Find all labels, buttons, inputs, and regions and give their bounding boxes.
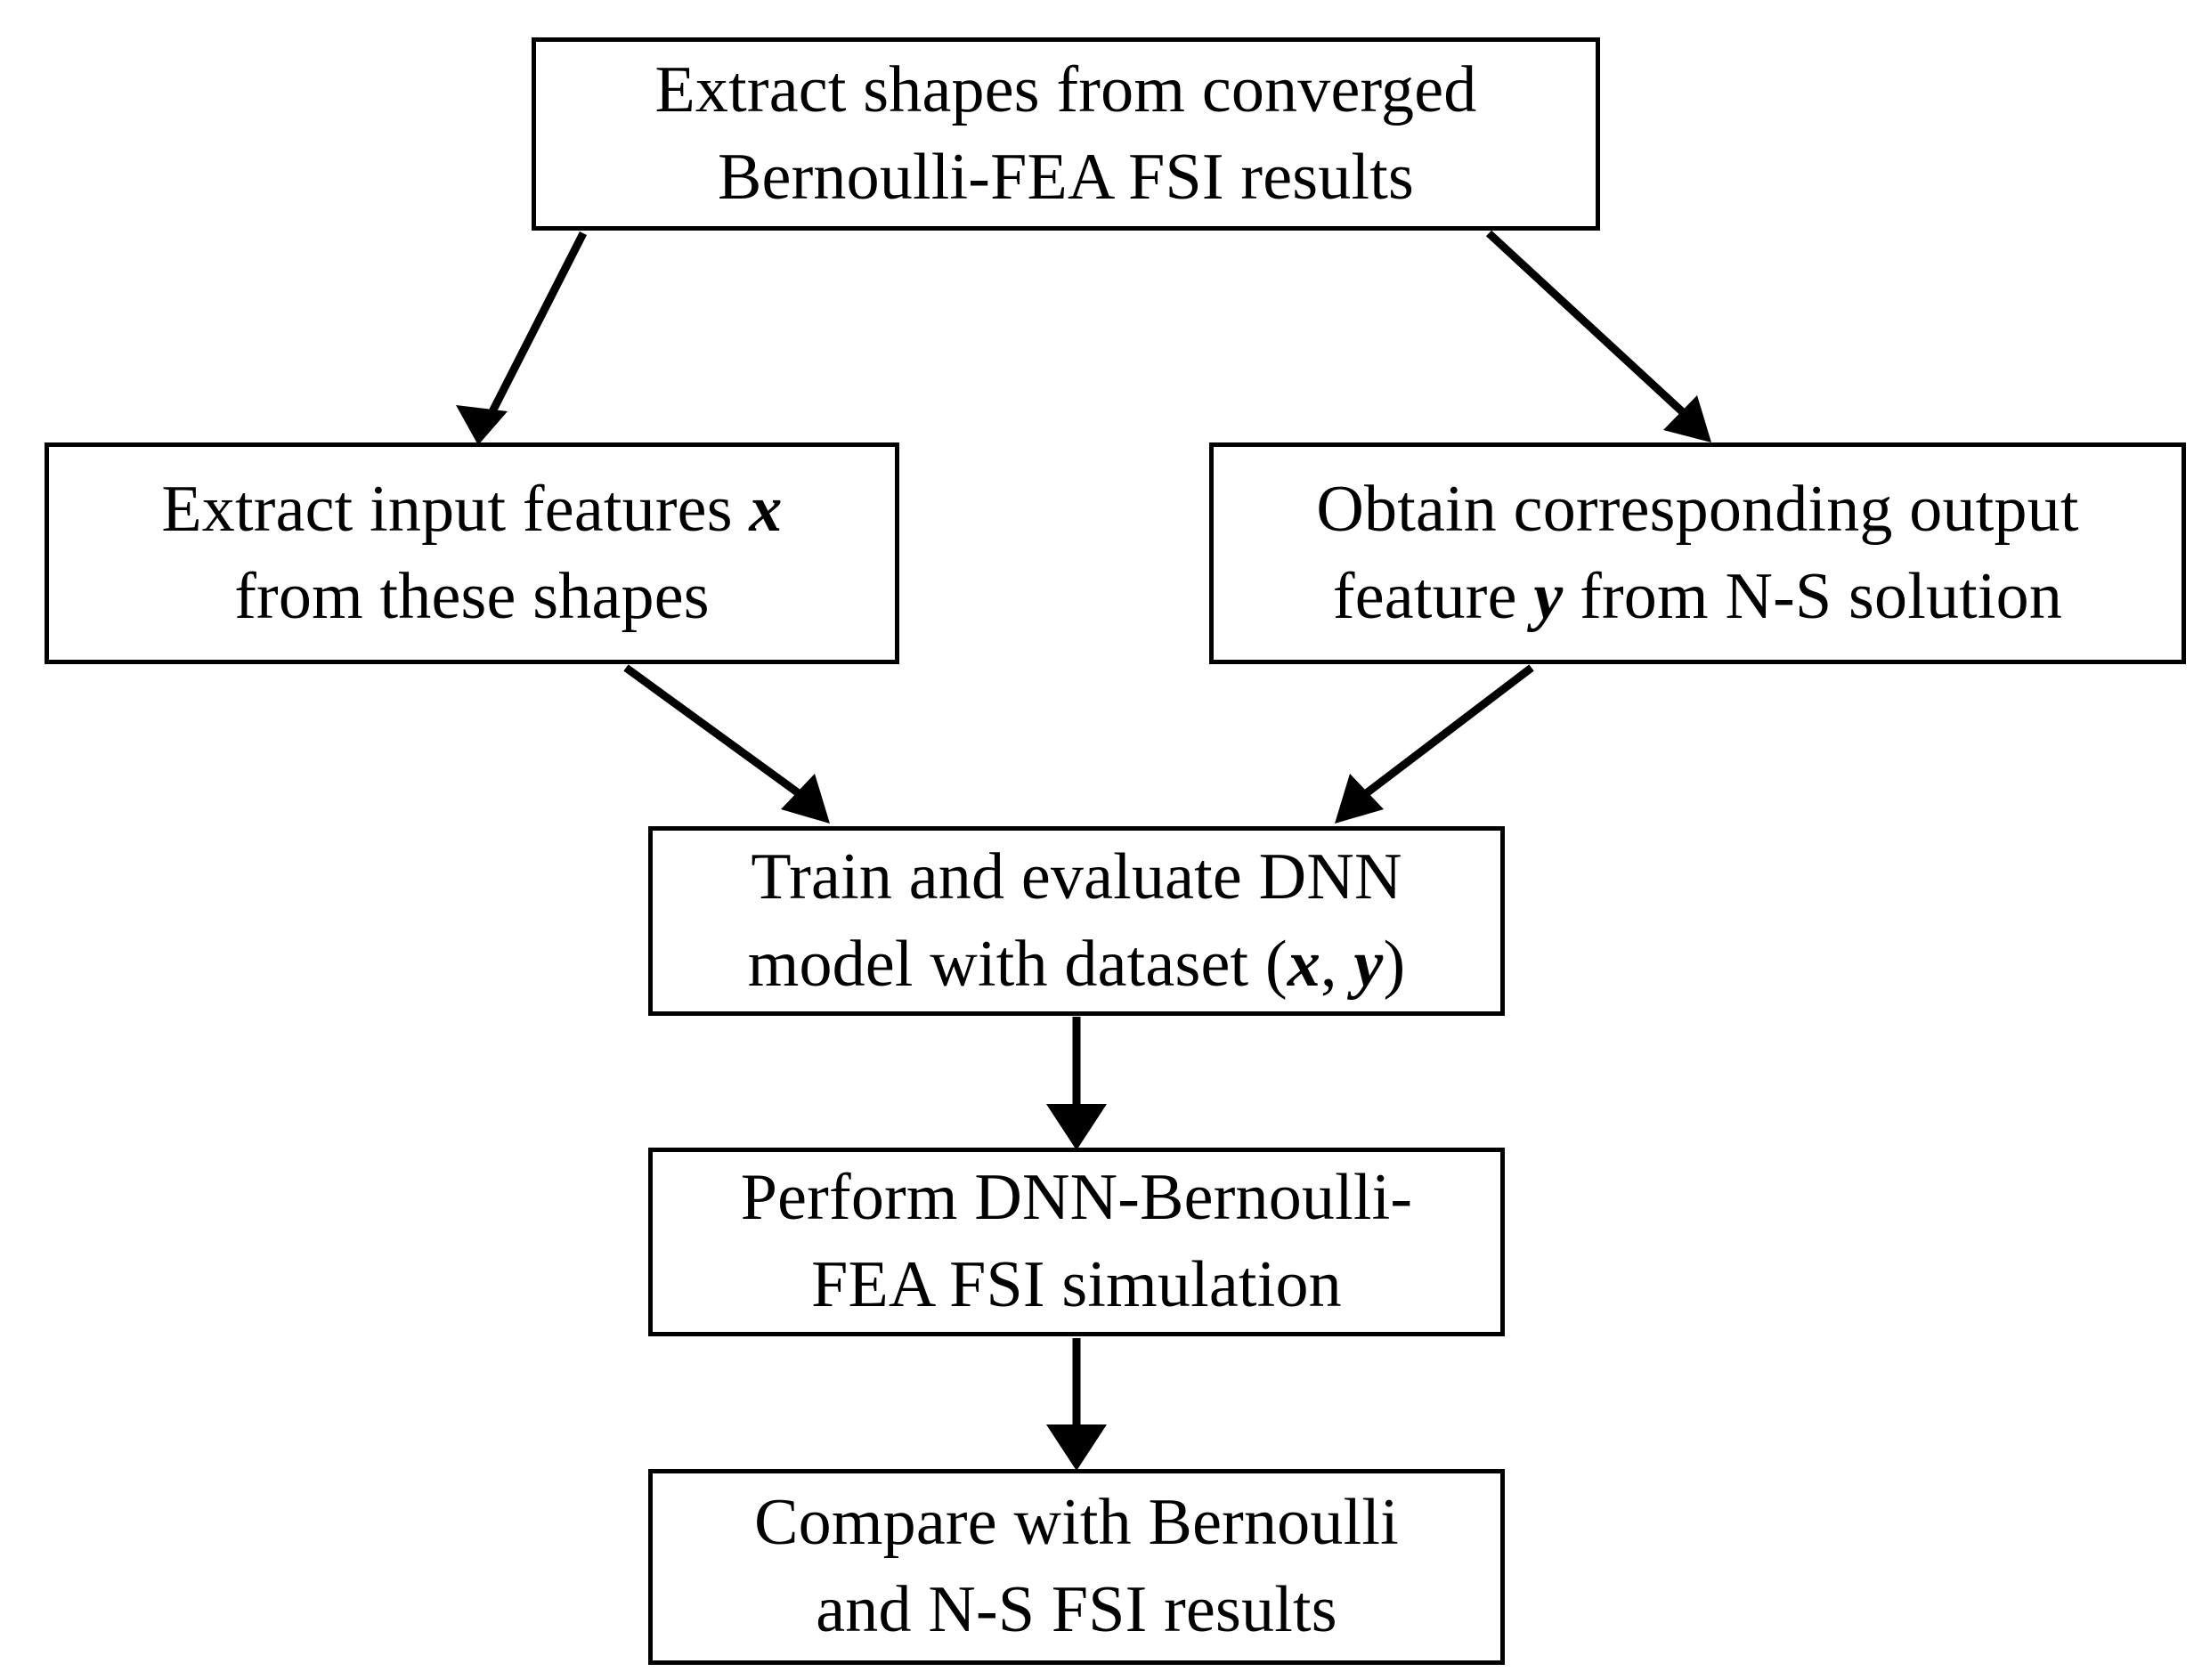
- perform-dnn-bernoulli-fea-simulation-node: Perform DNN-Bernoulli- FEA FSI simulatio…: [648, 1148, 1505, 1336]
- obtain-output-feature-node: Obtain corresponding output feature y fr…: [1209, 442, 2186, 664]
- symbol-x: x: [749, 472, 783, 546]
- symbol-x: x: [1287, 927, 1321, 1001]
- extract-shapes-line-2: Bernoulli-FEA FSI results: [717, 140, 1415, 214]
- arrow-extract-shapes-to-output-feature: [1485, 230, 1711, 442]
- perform-sim-line-1: Perform DNN-Bernoulli-: [740, 1161, 1413, 1235]
- compare-results-line-2: and N-S FSI results: [816, 1573, 1337, 1646]
- train-dnn-text-post: ): [1383, 927, 1406, 1001]
- train-dnn-text-pre: model with dataset (: [747, 927, 1288, 1001]
- obtain-output-feature-line-2: feature y from N-S solution: [1333, 554, 2062, 641]
- train-dnn-text-mid: ,: [1320, 927, 1354, 1001]
- compare-results-line-1: Compare with Bernoulli: [754, 1486, 1399, 1560]
- arrow-extract-shapes-to-input-features: [456, 231, 588, 445]
- input-features-text-pre: Extract input features: [161, 472, 750, 546]
- arrow-input-features-to-train-dnn: [623, 664, 830, 824]
- extract-input-features-line-1: Extract input features x: [161, 467, 782, 554]
- extract-shapes-line-1: Extract shapes from converged: [654, 53, 1477, 126]
- symbol-y: y: [1533, 559, 1564, 633]
- arrow-output-feature-to-train-dnn: [1335, 664, 1534, 824]
- perform-sim-line-2: FEA FSI simulation: [811, 1248, 1342, 1321]
- output-feature-text-post: from N-S solution: [1563, 559, 2063, 633]
- output-feature-text-pre: feature: [1332, 559, 1534, 633]
- train-dnn-line-1: Train and evaluate DNN: [751, 840, 1402, 913]
- compare-results-node: Compare with Bernoulli and N-S FSI resul…: [648, 1469, 1505, 1665]
- extract-shapes-node: Extract shapes from converged Bernoulli-…: [532, 37, 1600, 231]
- extract-input-features-line-2: from these shapes: [234, 559, 710, 633]
- symbol-y: y: [1353, 927, 1384, 1001]
- obtain-output-feature-line-1: Obtain corresponding output: [1316, 472, 2079, 546]
- arrow-train-dnn-to-perform-sim: [1046, 1017, 1107, 1150]
- arrow-perform-sim-to-compare-results: [1046, 1338, 1107, 1471]
- train-evaluate-dnn-node: Train and evaluate DNN model with datase…: [648, 826, 1505, 1016]
- train-dnn-line-2: model with dataset (x, y): [748, 921, 1406, 1009]
- extract-input-features-node: Extract input features x from these shap…: [45, 442, 899, 664]
